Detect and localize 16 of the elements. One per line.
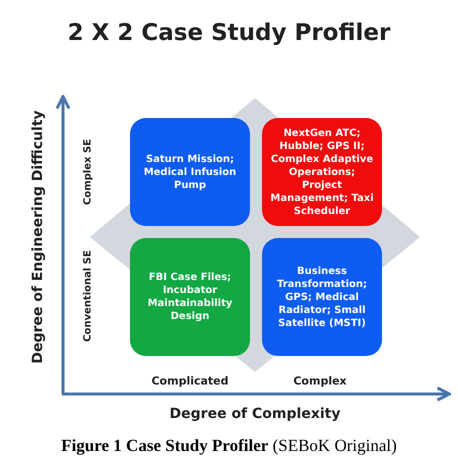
column-label: Complex (293, 374, 347, 388)
quadrant-box (130, 118, 250, 226)
quadrant-box (130, 238, 250, 356)
quadrant-text: FBI Case Files; Incubator Maintainability Design (146, 271, 234, 323)
quadrant-text: Business Transformation; GPS; Medical Radiator; Small Satellite (MSTI) (276, 264, 368, 330)
row-label: Complex SE (82, 139, 94, 205)
quadrant-box (262, 118, 382, 226)
axis-title: Degree of Complexity (170, 406, 340, 422)
axis-title: Degree of Engineering Difficulty (30, 110, 46, 364)
figure-caption: Figure 1 Case Study Profiler (SEBoK Original) (60, 436, 398, 456)
diagram-title: 2 X 2 Case Study Profiler (66, 20, 392, 46)
row-label: Conventional SE (82, 250, 94, 342)
column-label: Complicated (151, 374, 229, 388)
quadrant-text: Saturn Mission; Medical Infusion Pump (142, 152, 238, 192)
quadrant-text: NextGen ATC; Hubble; GPS II; Complex Adaptive Operations; Project Management; Taxi Scheduler (270, 126, 374, 218)
quadrant-box (262, 238, 382, 356)
